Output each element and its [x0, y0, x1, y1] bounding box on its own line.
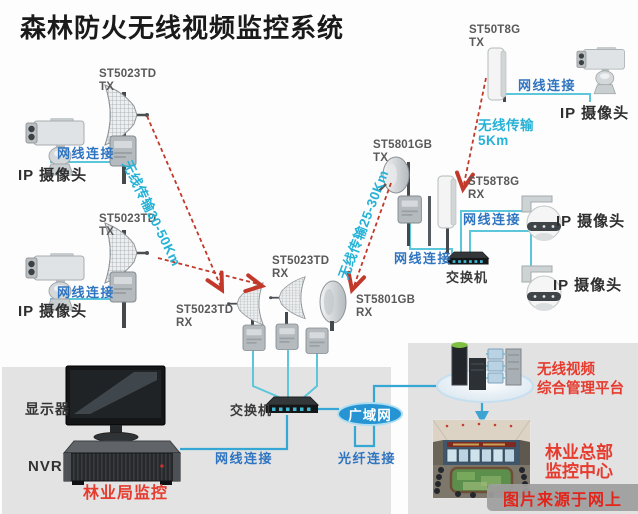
label-st5801gb-tx: ST5801GB TX [373, 139, 433, 164]
switch-icon [265, 396, 319, 414]
nvr-icon [62, 440, 182, 485]
label-st58t8g-rx: ST58T8G RX [468, 176, 520, 201]
label-monitor: 显示器 [25, 401, 70, 417]
label-ip-camera-2: IP 摄像头 [18, 303, 88, 320]
label-nvr: NVR [28, 458, 63, 475]
label-st5801gb-rx: ST5801GB RX [356, 294, 416, 319]
ptz-camera-icon [576, 46, 625, 95]
label-switch-relay: 交换机 [446, 270, 489, 285]
label-management-platform: 无线视频 综合管理平台 [537, 362, 624, 397]
label-ethernet-3: 网线连接 [394, 251, 453, 266]
radio-unit-icon [242, 324, 266, 351]
radio-unit-icon [305, 327, 329, 354]
label-ip-camera-1: IP 摄像头 [18, 167, 88, 184]
server-platform-icon [436, 342, 534, 403]
switch-icon [447, 251, 489, 265]
monitor-icon [65, 365, 166, 442]
label-ip-camera-3: IP 摄像头 [560, 105, 630, 122]
antenna-st5023td-tx-1 [103, 83, 151, 184]
label-wireless-5km: 无线传输 5Km [478, 118, 534, 149]
label-ethernet-5: 网线连接 [518, 78, 577, 93]
background-panel-left [2, 367, 391, 514]
down-arrow-icon [475, 411, 489, 424]
label-headquarters-center: 林业总部 监控中心 [545, 443, 613, 481]
label-ip-camera-5: IP 摄像头 [553, 277, 623, 294]
pole [428, 196, 431, 246]
panel-antenna-icon [437, 175, 457, 229]
ethernet-cable-lines [50, 78, 591, 399]
pole [446, 218, 449, 254]
lan-fiber-lines [180, 384, 484, 451]
label-ethernet-6: 网线连接 [215, 451, 274, 466]
wan-node: 广域网 [337, 402, 403, 426]
receiver-cluster [226, 275, 347, 354]
label-st5023td-tx-2: ST5023TD TX [99, 213, 157, 238]
radio-unit-icon [275, 323, 299, 350]
red-arrowhead-icon [205, 270, 231, 296]
radio-unit-icon [397, 195, 422, 224]
panel-antenna-icon [487, 47, 507, 101]
label-fiber: 光纤连接 [338, 451, 397, 466]
remote-site-top-right [487, 46, 625, 102]
page-title: 森林防火无线视频监控系统 [20, 13, 345, 43]
ptz-camera-icon [25, 252, 85, 311]
label-ip-camera-4: IP 摄像头 [556, 213, 626, 230]
wireless-link-dashed-lines [146, 77, 487, 288]
watermark-bar: 图片来源于网上 [487, 484, 638, 511]
label-st50t8g-tx: ST50T8G TX [469, 24, 521, 49]
antenna-st5023td-tx-2 [103, 221, 151, 328]
relay-station [378, 156, 562, 312]
label-st5023td-tx-1: ST5023TD TX [99, 68, 157, 93]
label-st5023td-rx-2: ST5023TD RX [272, 255, 330, 280]
label-switch-center: 交换机 [230, 403, 273, 418]
label-bureau-monitoring: 林业局监控 [83, 485, 169, 502]
label-ethernet-2: 网线连接 [57, 285, 116, 300]
label-st5023td-rx-1: ST5023TD RX [176, 304, 234, 329]
label-ethernet-1: 网线连接 [57, 146, 116, 161]
watermark-text: 图片来源于网上 [502, 491, 622, 509]
label-ethernet-4: 网线连接 [463, 212, 522, 227]
